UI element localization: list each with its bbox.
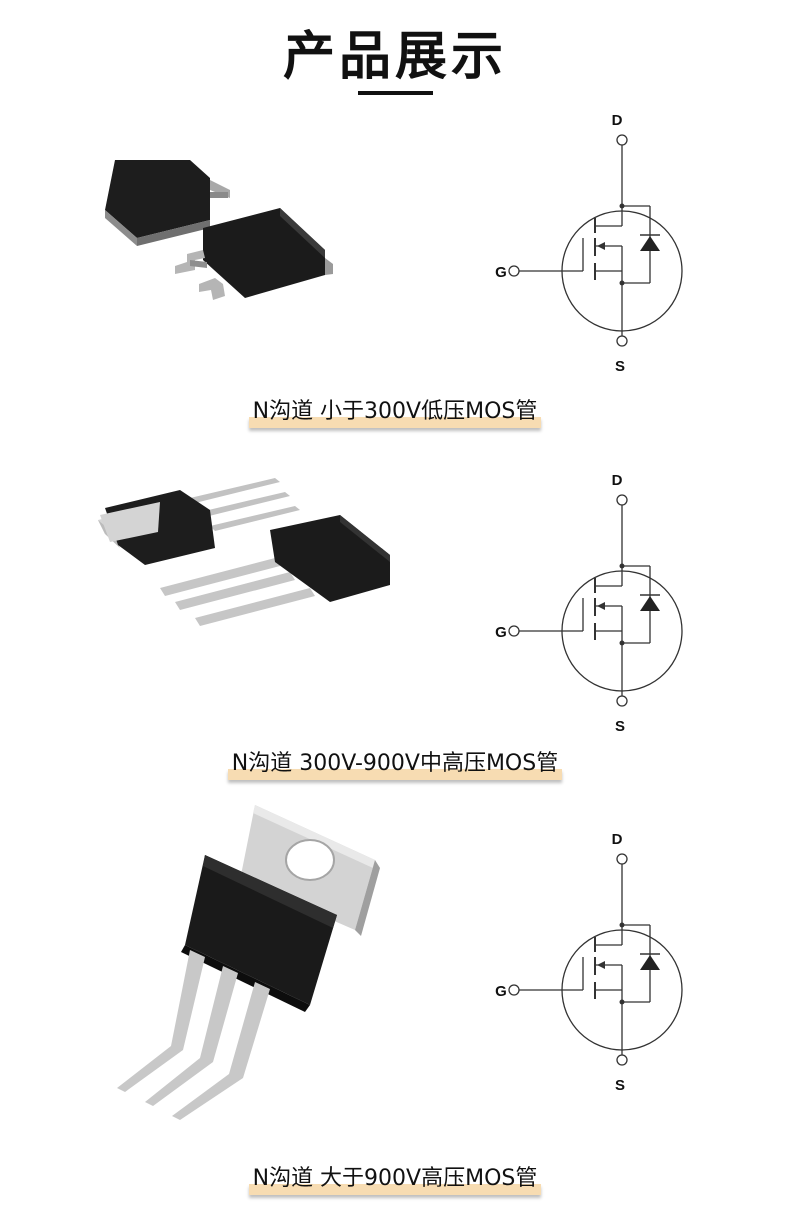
gate-label: G [495,983,507,1000]
drain-label: D [612,472,623,489]
source-label: S [615,1077,625,1094]
mosfet-schematic-1: D G S [495,112,683,375]
to-251-ipak-icon [98,478,390,626]
drain-label: D [612,112,623,129]
page-title: 产品展示 [282,27,507,87]
source-label: S [615,358,625,375]
drain-label: D [612,831,623,848]
product-caption: N沟道 300V-900V中高压MOS管 [227,745,563,780]
product-caption: N沟道 小于300V低压MOS管 [248,393,542,428]
source-label: S [615,718,625,735]
to-252-dpak-icon [105,160,333,300]
title-underline [358,91,433,95]
gate-label: G [495,264,507,281]
gate-label: G [495,624,507,641]
mosfet-schematic-2: D G S [495,472,683,735]
product-caption: N沟道 大于900V高压MOS管 [248,1160,542,1195]
mosfet-schematic-3: D G S [495,831,683,1094]
to-220-icon [117,805,380,1120]
